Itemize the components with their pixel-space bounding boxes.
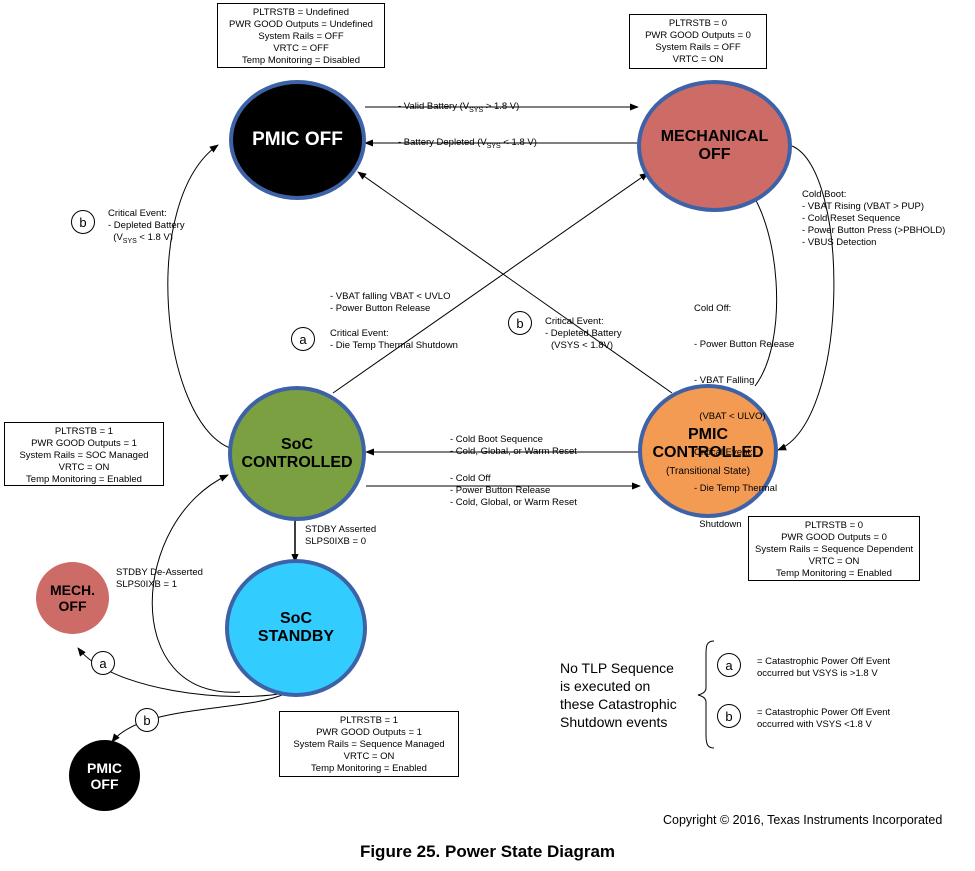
state-pmic-off-small: PMIC OFF	[69, 740, 140, 811]
info-line: PLTRSTB = 0	[668, 18, 728, 29]
info-line: Temp Monitoring = Enabled	[776, 568, 892, 579]
state-mech-off-small: MECH. OFF	[36, 562, 109, 634]
label-battery-depleted: - Battery Depleted (VSYS < 1.8 V)	[398, 137, 537, 150]
marker-a-center: a	[291, 327, 315, 351]
arrow-uvlo	[332, 172, 649, 394]
info-line: PLTRSTB = 1	[54, 426, 114, 437]
info-line: VRTC = ON	[58, 462, 110, 473]
info-line: System Rails = SOC Managed	[19, 450, 149, 461]
marker-b-left: b	[71, 210, 95, 234]
info-line: Temp Monitoring = Enabled	[311, 763, 427, 774]
label-critical-left: Critical Event: - Depleted Battery (VSYS…	[108, 208, 185, 245]
info-line: Temp Monitoring = Disabled	[241, 55, 361, 66]
label-cold-off-seq: - Cold Off - Power Button Release - Cold…	[450, 473, 577, 508]
label-boot-seq: - Cold Boot Sequence - Cold, Global, or …	[450, 434, 577, 457]
state-mechanical-off-line2: OFF	[698, 146, 731, 163]
label-stdby-deasserted: STDBY De-Asserted SLPS0IXB = 1	[116, 567, 203, 590]
info-line: PWR GOOD Outputs = 1	[316, 727, 422, 738]
label-critical-mid: Critical Event: - Depleted Battery (VSYS…	[545, 316, 622, 351]
info-line: PWR GOOD Outputs = 0	[645, 30, 751, 41]
info-line: System Rails = OFF	[655, 42, 741, 53]
arrow-to-pmic-off-small	[111, 694, 283, 743]
legend-note: No TLP Sequence is executed on these Cat…	[560, 660, 677, 730]
state-pmic-off: PMIC OFF	[229, 80, 366, 200]
label-cold-off: Cold Off: - Power Button Release - VBAT …	[694, 303, 795, 530]
state-mechanical-off-line1: MECHANICAL	[660, 128, 769, 145]
state-pmic-off-small-line1: PMIC	[87, 759, 122, 776]
marker-b-center: b	[508, 311, 532, 335]
legend-marker-a: a	[717, 653, 741, 677]
state-pmic-controlled-sub: (Transitional State)	[665, 465, 751, 477]
info-line: PWR GOOD Outputs = Undefined	[229, 19, 373, 30]
label-valid-battery: - Valid Battery (VSYS > 1.8 V)	[398, 101, 520, 114]
state-soc-controlled: SoC CONTROLLED	[228, 386, 366, 521]
figure-caption: Figure 25. Power State Diagram	[359, 842, 616, 861]
info-line: System Rails = OFF	[258, 31, 344, 42]
info-line: Temp Monitoring = Enabled	[26, 474, 142, 485]
label-die-temp: Critical Event: - Die Temp Thermal Shutd…	[330, 328, 458, 351]
info-line: PWR GOOD Outputs = 0	[781, 532, 887, 543]
arrow-critical-left	[167, 144, 231, 449]
info-line: PLTRSTB = Undefined	[252, 7, 350, 18]
state-pmic-controlled-line1: PMIC	[688, 425, 728, 443]
state-mech-off-small-line1: MECH.	[49, 582, 96, 598]
legend-a-text: = Catastrophic Power Off Event occurred …	[757, 656, 891, 679]
arrow-stdby-deasserted	[151, 474, 241, 693]
label-uvlo: - VBAT falling VBAT < UVLO - Power Butto…	[330, 291, 451, 314]
state-soc-standby: SoC STANDBY	[225, 559, 367, 697]
info-line: VRTC = ON	[808, 556, 860, 567]
arrow-cold-boot	[777, 145, 835, 451]
info-line: VRTC = ON	[343, 751, 395, 762]
info-line: System Rails = Sequence Dependent	[755, 544, 914, 555]
info-line: PLTRSTB = 1	[339, 715, 399, 726]
legend-b-text: = Catastrophic Power Off Event occurred …	[757, 707, 891, 730]
marker-a-bottom: a	[91, 651, 115, 675]
copyright: Copyright © 2016, Texas Instruments Inco…	[663, 813, 943, 827]
legend-marker-b: b	[717, 704, 741, 728]
arrow-critical-mid	[357, 171, 673, 394]
state-soc-controlled-line1: SoC	[281, 435, 313, 453]
marker-b-bottom: b	[135, 708, 159, 732]
state-mech-off-small-line2: OFF	[58, 598, 87, 614]
info-line: VRTC = ON	[672, 54, 724, 65]
state-soc-standby-line1: SoC	[280, 610, 312, 627]
info-line: VRTC = OFF	[273, 43, 329, 54]
state-pmic-controlled: PMIC CONTROLLED (Transitional State)	[638, 384, 778, 518]
info-line: PLTRSTB = 0	[804, 520, 864, 531]
state-pmic-off-small-line2: OFF	[90, 775, 119, 792]
label-stdby-asserted: STDBY Asserted SLPS0IXB = 0	[305, 524, 377, 547]
state-pmic-controlled-line2: CONTROLLED	[652, 443, 764, 461]
state-pmic-off-label: PMIC OFF	[252, 129, 343, 150]
legend-brace	[697, 640, 715, 749]
label-cold-boot: Cold Boot: - VBAT Rising (VBAT > PUP) - …	[802, 189, 946, 248]
state-soc-standby-line2: STANDBY	[257, 628, 335, 645]
state-soc-controlled-line2: CONTROLLED	[241, 453, 353, 471]
info-line: PWR GOOD Outputs = 1	[31, 438, 137, 449]
info-line: System Rails = Sequence Managed	[293, 739, 445, 750]
state-mechanical-off: MECHANICAL OFF	[637, 80, 792, 212]
